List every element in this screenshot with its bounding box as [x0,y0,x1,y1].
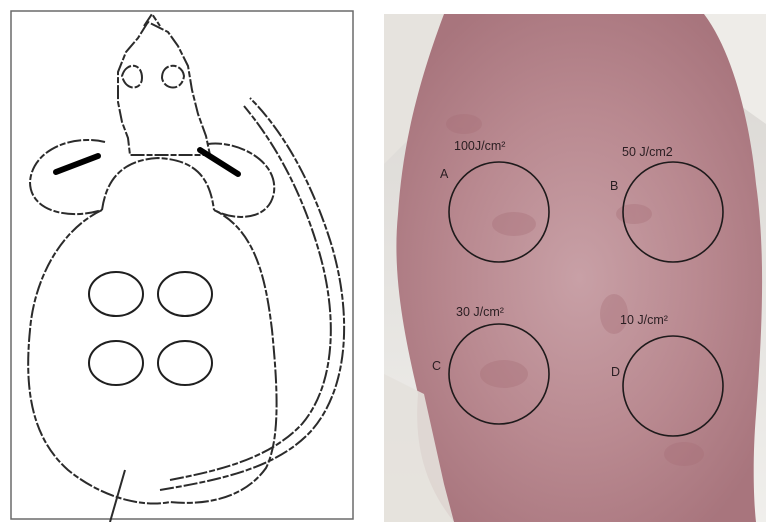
site-d-dose: 10 J/cm² [620,313,668,327]
site-b-dose: 50 J/cm2 [622,145,673,159]
site-a-letter: A [440,167,449,181]
site-d-letter: D [611,365,620,379]
rat-skin-photo: 100J/cm² 50 J/cm2 30 J/cm² 10 J/cm² A B … [384,14,766,522]
site-a-dose: 100J/cm² [454,139,505,153]
panel-frame [11,11,353,519]
shaved-skin [396,14,762,522]
rat-schematic-drawing [10,10,354,522]
rat-skin-photo-panel: 100J/cm² 50 J/cm2 30 J/cm² 10 J/cm² A B … [384,14,766,522]
site-c-letter: C [432,359,441,373]
site-b-letter: B [610,179,618,193]
site-c-dose: 30 J/cm² [456,305,504,319]
rat-schematic-panel [10,10,354,522]
